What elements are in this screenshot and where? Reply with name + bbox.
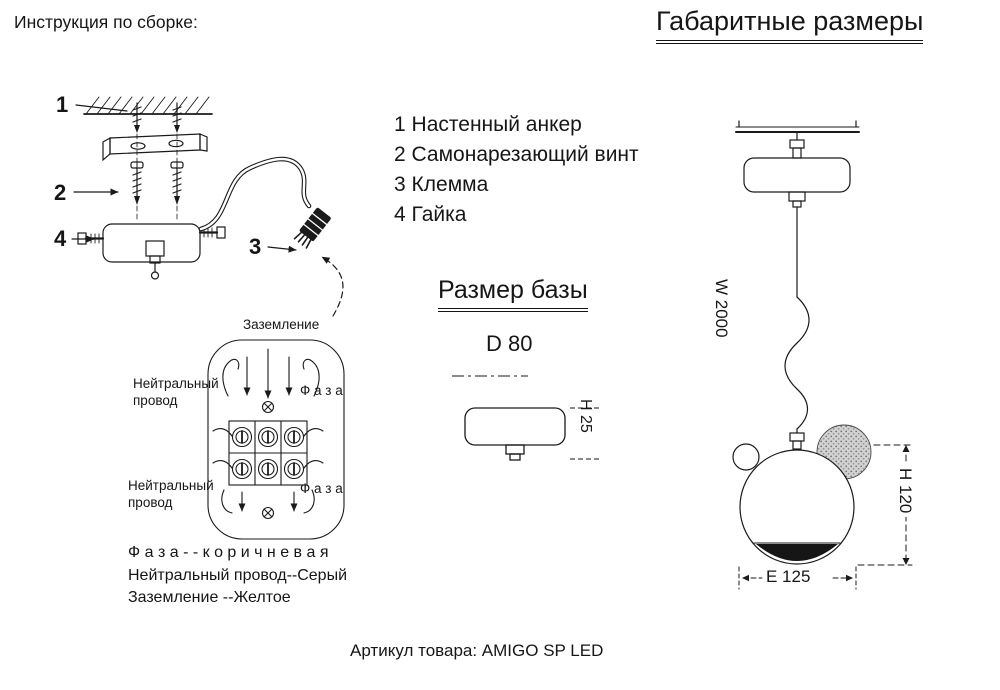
mounting-bracket [102,133,208,162]
screw-left [130,161,144,205]
screw-right [170,161,184,205]
neutral-line1: Нейтральный [128,478,214,493]
e125-dimension [738,566,857,590]
ceiling-hatch [83,96,213,115]
part-num: 2 [394,143,406,166]
neutral-line1: Нейтральный [133,376,219,391]
wire-color-legend: Ф а з а - - к о р и ч н е в а я Нейтраль… [128,542,347,610]
phase-label-bottom: Ф а з а [300,481,343,496]
callout-4: 4 [54,226,67,251]
overall-dimensions-title: Габаритные размеры [656,6,924,44]
wiring-to-terminal-arrow [321,256,344,317]
legend-neutral: Нейтральный провод--Серый [128,566,348,584]
overall-dimensions-title-text: Габаритные размеры [656,6,924,41]
wiring-outline [207,339,345,540]
neutral-line2: провод [128,495,173,510]
phillips-screw-bottom [261,506,275,520]
power-cable [198,156,312,232]
wall-anchor-right [172,102,182,133]
lamp-sphere [739,449,855,565]
part-label: Самонарезающий винт [411,143,639,166]
neutral-wire-label-top: Нейтральный провод [133,375,219,409]
legend-phase: Ф а з а - - к о р и ч н е в а я [128,544,329,561]
base-size-drawing [452,375,600,461]
base-size-title: Размер базы [438,276,588,312]
suspension-wire [784,206,810,434]
callout-leaders [71,104,297,253]
part-item-3: 3 Клемма [394,170,639,200]
neutral-wire-label-bottom: Нейтральный провод [128,477,214,511]
shade-height-dimension: H 120 [894,464,916,518]
part-num: 4 [394,203,406,226]
base-size-title-text: Размер базы [438,276,588,309]
part-item-1: 1 Настенный анкер [394,110,639,140]
callout-1: 1 [56,92,69,117]
assembly-instructions-title: Инструкция по сборке: [14,12,198,32]
shade-width-dimension: E 125 [766,567,811,586]
small-decor-ball [732,443,760,471]
phase-label-top: Ф а з а [300,383,343,398]
legend-ground: Заземление --Желтое [128,589,291,606]
part-label: Настенный анкер [411,113,582,136]
part-num: 3 [394,173,406,196]
canopy-base [77,223,226,280]
callout-3: 3 [249,234,262,259]
parts-list: 1 Настенный анкер 2 Самонарезающий винт … [394,110,639,230]
base-diameter-dimension: D 80 [486,331,533,356]
part-label: Клемма [411,173,489,196]
terminal-block [228,420,308,486]
ceiling-plate [735,120,860,133]
neutral-line2: провод [133,393,178,408]
wiring-diagram [207,339,345,540]
product-article: Артикул товара: AMIGO SP LED [350,641,604,660]
base-height-dimension: H 25 [577,399,594,433]
wire-length-dimension: W 2000 [712,279,731,338]
ground-label: Заземление [243,317,320,332]
part-item-2: 2 Самонарезающий винт [394,140,639,170]
part-item-4: 4 Гайка [394,200,639,230]
lamp-canopy [743,157,851,193]
part-label: Гайка [411,203,467,226]
lamp-bottom-cap [756,544,838,561]
assembly-diagram [71,96,344,317]
terminal-connector [293,207,331,249]
lamp-drawing [732,120,913,590]
phillips-screw-top [261,400,275,414]
wall-anchor-left [132,102,142,133]
part-num: 1 [394,113,406,136]
callout-2: 2 [54,180,67,205]
